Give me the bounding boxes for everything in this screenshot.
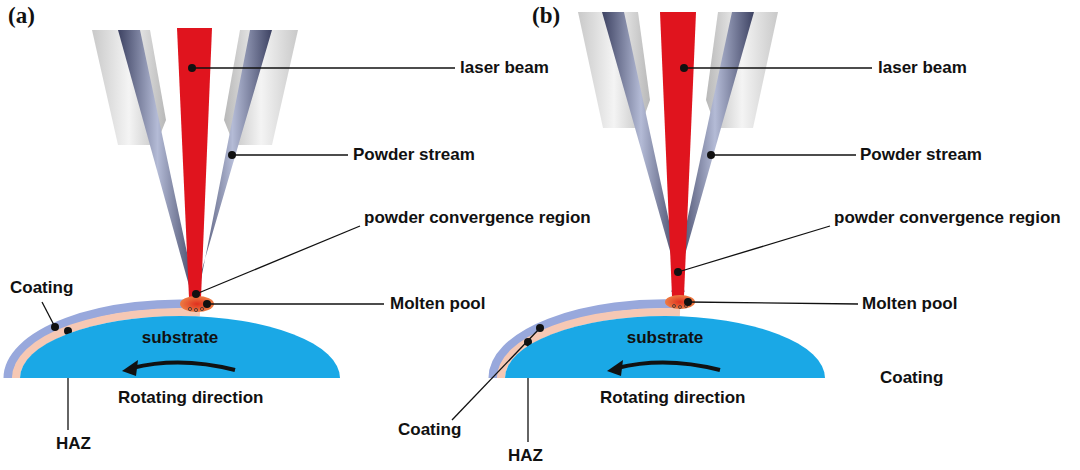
panel-label: (a) <box>8 6 35 26</box>
substrate-dome: substrate <box>20 316 340 378</box>
leader-lines <box>42 68 872 442</box>
part-label: Rotating direction <box>118 388 263 408</box>
part-label: Rotating direction <box>600 388 745 408</box>
part-label: Powder stream <box>860 145 982 165</box>
part-label: Coating <box>10 278 73 298</box>
part-label: Powder stream <box>353 145 475 165</box>
part-label: Coating <box>398 420 461 440</box>
part-label: powder convergence region <box>834 208 1061 228</box>
part-label: powder convergence region <box>364 208 591 228</box>
part-label: Coating <box>880 368 943 388</box>
part-label: Molten pool <box>390 294 485 314</box>
laser-beam <box>660 12 696 296</box>
molten-pool <box>665 295 695 309</box>
substrate-label: substrate <box>20 316 340 348</box>
part-label: laser beam <box>460 58 549 78</box>
substrate-dome: substrate <box>505 316 825 378</box>
leader-dots <box>51 64 715 346</box>
part-label: HAZ <box>508 446 543 466</box>
molten-pool <box>180 296 214 312</box>
part-label: HAZ <box>56 434 91 454</box>
substrate-label: substrate <box>505 316 825 348</box>
panel-label: (b) <box>532 6 560 26</box>
part-label: Molten pool <box>862 294 957 314</box>
part-label: laser beam <box>878 58 967 78</box>
